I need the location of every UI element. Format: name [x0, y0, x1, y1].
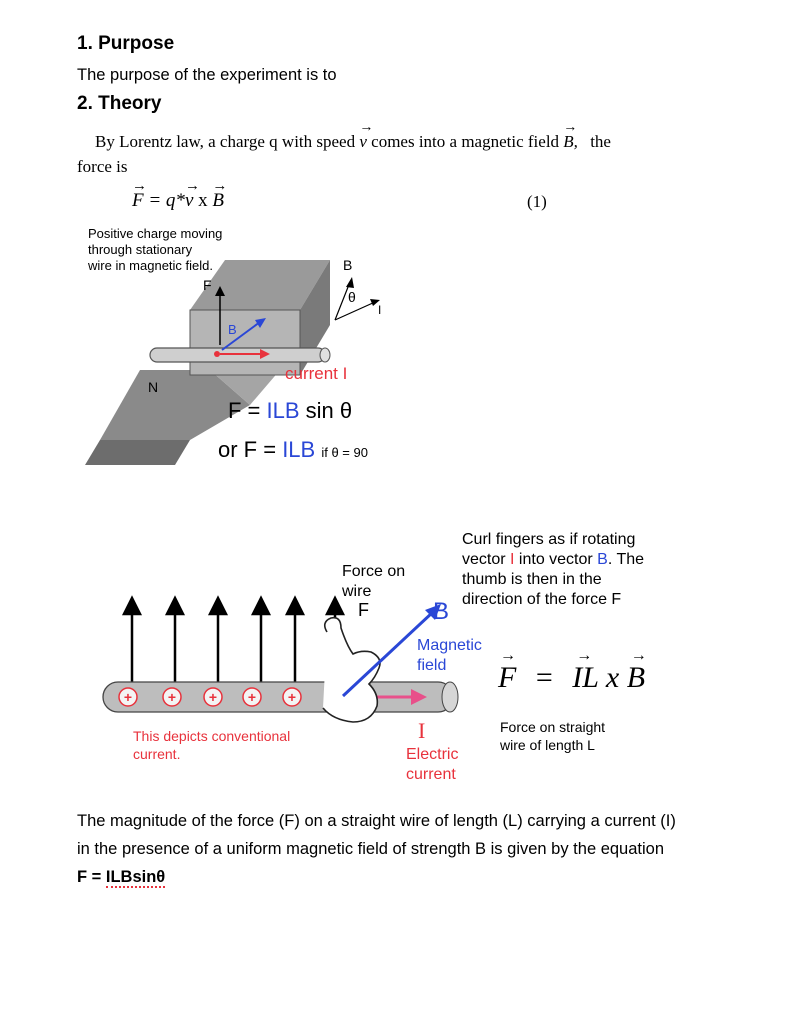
- svg-text:+: +: [124, 689, 132, 705]
- fig2-curl-text: Curl fingers as if rotating vector I int…: [462, 531, 645, 608]
- right-hand-icon: [322, 616, 381, 723]
- fig2-force-f: F: [358, 600, 369, 620]
- positive-charge: [214, 351, 220, 357]
- figure2-wire-diagram: +++ +++: [102, 595, 459, 723]
- figure1-magnet-diagram: B F N B θ I: [85, 257, 381, 465]
- fig1-label-b-box: B: [228, 322, 237, 337]
- conclusion-equation: ILBsinθ: [105, 868, 166, 888]
- fig2-magnetic-label: Magnetic field: [417, 637, 482, 674]
- fig1-current-label: current I: [285, 364, 348, 383]
- svg-text:+: +: [168, 689, 176, 705]
- fig1-label-theta: θ: [348, 289, 356, 305]
- vector-B: →B,: [563, 120, 578, 151]
- field-arrows: [121, 595, 346, 682]
- svg-text:+: +: [288, 689, 296, 705]
- purpose-heading: 1. Purpose: [77, 33, 175, 54]
- fig2-conventional-text: This depicts conventional current.: [133, 728, 291, 762]
- magnet-n-pole: [100, 370, 250, 440]
- fig1-label-b-top: B: [343, 257, 352, 273]
- fig2-electric-label: Electric current: [406, 746, 459, 783]
- conclusion-paragraph: The magnitude of the force (F) on a stra…: [77, 812, 676, 888]
- figure1-caption: Positive charge moving through stationar…: [88, 226, 223, 273]
- fig1-label-i: I: [378, 303, 381, 317]
- fig2-vector-equation: →F = →IL x →B: [498, 647, 647, 694]
- fig2-i-letter: I: [418, 718, 426, 743]
- fig1-label-n: N: [148, 379, 158, 395]
- fig2-force-label: Force on wire: [342, 563, 406, 600]
- magnet-s-pole-top: [190, 260, 330, 310]
- purpose-text: The purpose of the experiment is to: [77, 66, 337, 84]
- theory-heading: 2. Theory: [77, 93, 162, 114]
- fig1-equation-b: or F = ILB if θ = 90: [218, 437, 368, 462]
- svg-text:+: +: [248, 689, 256, 705]
- svg-text:+: +: [209, 689, 217, 705]
- equation-number: (1): [527, 192, 547, 211]
- fig2-straight-text: Force on straight wire of length L: [500, 719, 606, 753]
- theory-intro-line1: By Lorentz law, a charge q with speed →v…: [95, 120, 611, 151]
- fig1-label-f: F: [203, 277, 212, 293]
- fig1-equation-a: F = ILB sin θ: [228, 398, 353, 423]
- fig2-b-letter: B: [433, 598, 450, 625]
- theory-intro-line2: force is: [77, 157, 128, 176]
- equation-1: →F = q*→v x →B: [132, 178, 228, 211]
- vector-v: →v: [359, 120, 374, 151]
